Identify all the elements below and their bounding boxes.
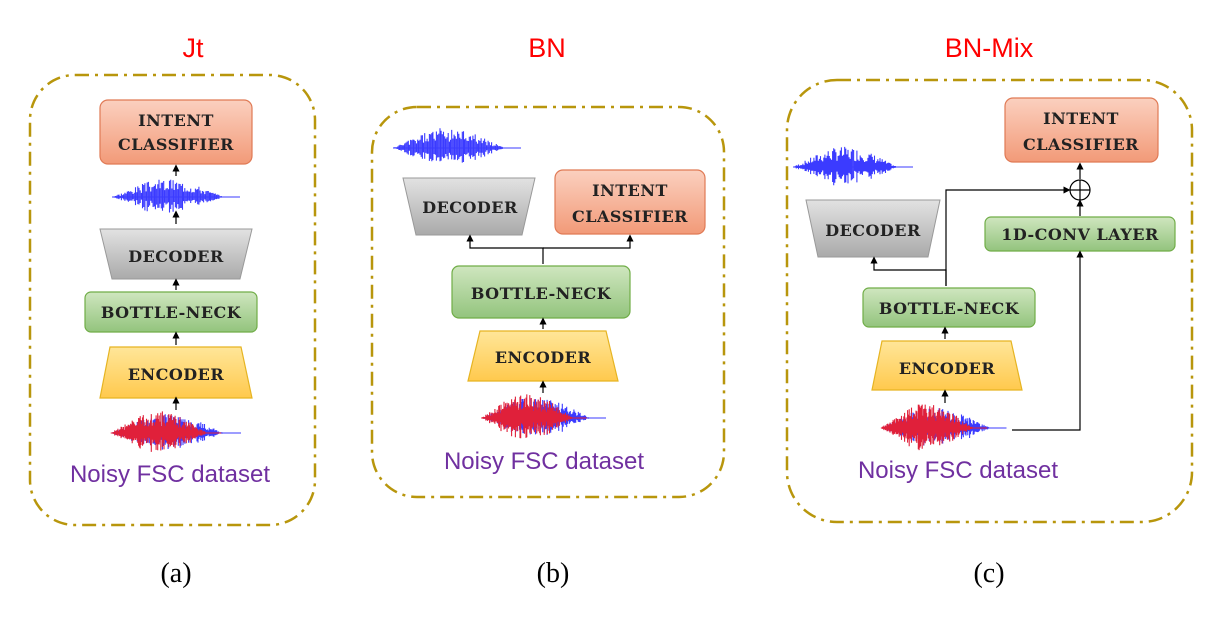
waveform-stroke xyxy=(881,404,974,451)
decoder-label: DECODER xyxy=(128,247,224,266)
bottleneck-a: BOTTLE-NECK xyxy=(84,291,258,333)
decoder-a: DECODER xyxy=(99,228,253,280)
noisy-waveform-b xyxy=(481,394,606,439)
decoder-b: DECODER xyxy=(402,177,536,236)
waveform-stroke xyxy=(112,179,223,213)
waveform-stroke xyxy=(793,146,898,186)
clean-waveform-a xyxy=(112,179,240,213)
noisy-waveform-a xyxy=(110,411,241,452)
panel-b-border xyxy=(370,105,726,499)
intent-label-line1: INTENT xyxy=(1043,109,1119,128)
connector-to-decoder-b xyxy=(466,234,544,264)
bottleneck-label: BOTTLE-NECK xyxy=(879,299,1020,318)
connector-to-decoder-c xyxy=(870,256,947,286)
intent-classifier-b: INTENT CLASSIFIER xyxy=(554,169,706,235)
intent-label-line2: CLASSIFIER xyxy=(118,135,234,154)
decoder-label: DECODER xyxy=(825,221,921,240)
intent-label-line1: INTENT xyxy=(138,111,214,130)
panel-c-title: BN-Mix xyxy=(945,33,1034,63)
bottleneck-label: BOTTLE-NECK xyxy=(101,303,242,322)
clean-waveform-b xyxy=(393,128,521,163)
encoder-label: ENCODER xyxy=(128,365,225,384)
noisy-waveform-c xyxy=(880,404,1007,451)
dataset-label-b: Noisy FSC dataset xyxy=(444,448,644,475)
dataset-label-c: Noisy FSC dataset xyxy=(858,457,1058,484)
waveform-stroke xyxy=(393,128,504,163)
dataset-label-a: Noisy FSC dataset xyxy=(70,461,270,488)
panel-b-title: BN xyxy=(528,33,566,63)
clean-waveform-c xyxy=(793,146,913,186)
sum-node-icon xyxy=(1069,179,1091,201)
caption-b: (b) xyxy=(537,558,570,589)
encoder-c: ENCODER xyxy=(871,340,1023,391)
encoder-label: ENCODER xyxy=(899,359,996,378)
panel-c: BN-Mix INTENT CLASSIFIER DECODER 1D-CONV… xyxy=(785,33,1194,589)
intent-label-line2: CLASSIFIER xyxy=(572,207,688,226)
panel-a-border xyxy=(28,73,317,527)
intent-classifier-a: INTENT CLASSIFIER xyxy=(99,99,253,165)
intent-label-line1: INTENT xyxy=(592,181,668,200)
bottleneck-b: BOTTLE-NECK xyxy=(451,265,631,319)
bottleneck-c: BOTTLE-NECK xyxy=(862,287,1036,328)
panel-a-title: Jt xyxy=(182,33,204,63)
encoder-label: ENCODER xyxy=(495,348,592,367)
conv-layer-label: 1D-CONV LAYER xyxy=(1001,225,1159,244)
caption-c: (c) xyxy=(973,558,1004,589)
connector-to-sum-c xyxy=(945,186,1071,286)
bottleneck-label: BOTTLE-NECK xyxy=(471,284,612,303)
encoder-b: ENCODER xyxy=(467,330,619,382)
decoder-label: DECODER xyxy=(422,198,518,217)
intent-classifier-c: INTENT CLASSIFIER xyxy=(1004,97,1159,163)
panel-b: BN DECODER INTENT CLASSIFIER BOTTLE-NECK… xyxy=(370,33,726,589)
conv-layer-c: 1D-CONV LAYER xyxy=(984,216,1176,252)
intent-label-line2: CLASSIFIER xyxy=(1023,135,1139,154)
connector-to-intent-b xyxy=(543,234,634,249)
decoder-c: DECODER xyxy=(805,199,941,258)
encoder-a: ENCODER xyxy=(99,346,253,399)
caption-a: (a) xyxy=(160,558,191,589)
panel-a: Jt INTENT CLASSIFIER DECODER BOTTLE-NECK… xyxy=(28,33,317,589)
panel-c-border xyxy=(785,78,1194,524)
connector-input-to-conv-c xyxy=(1012,250,1084,431)
